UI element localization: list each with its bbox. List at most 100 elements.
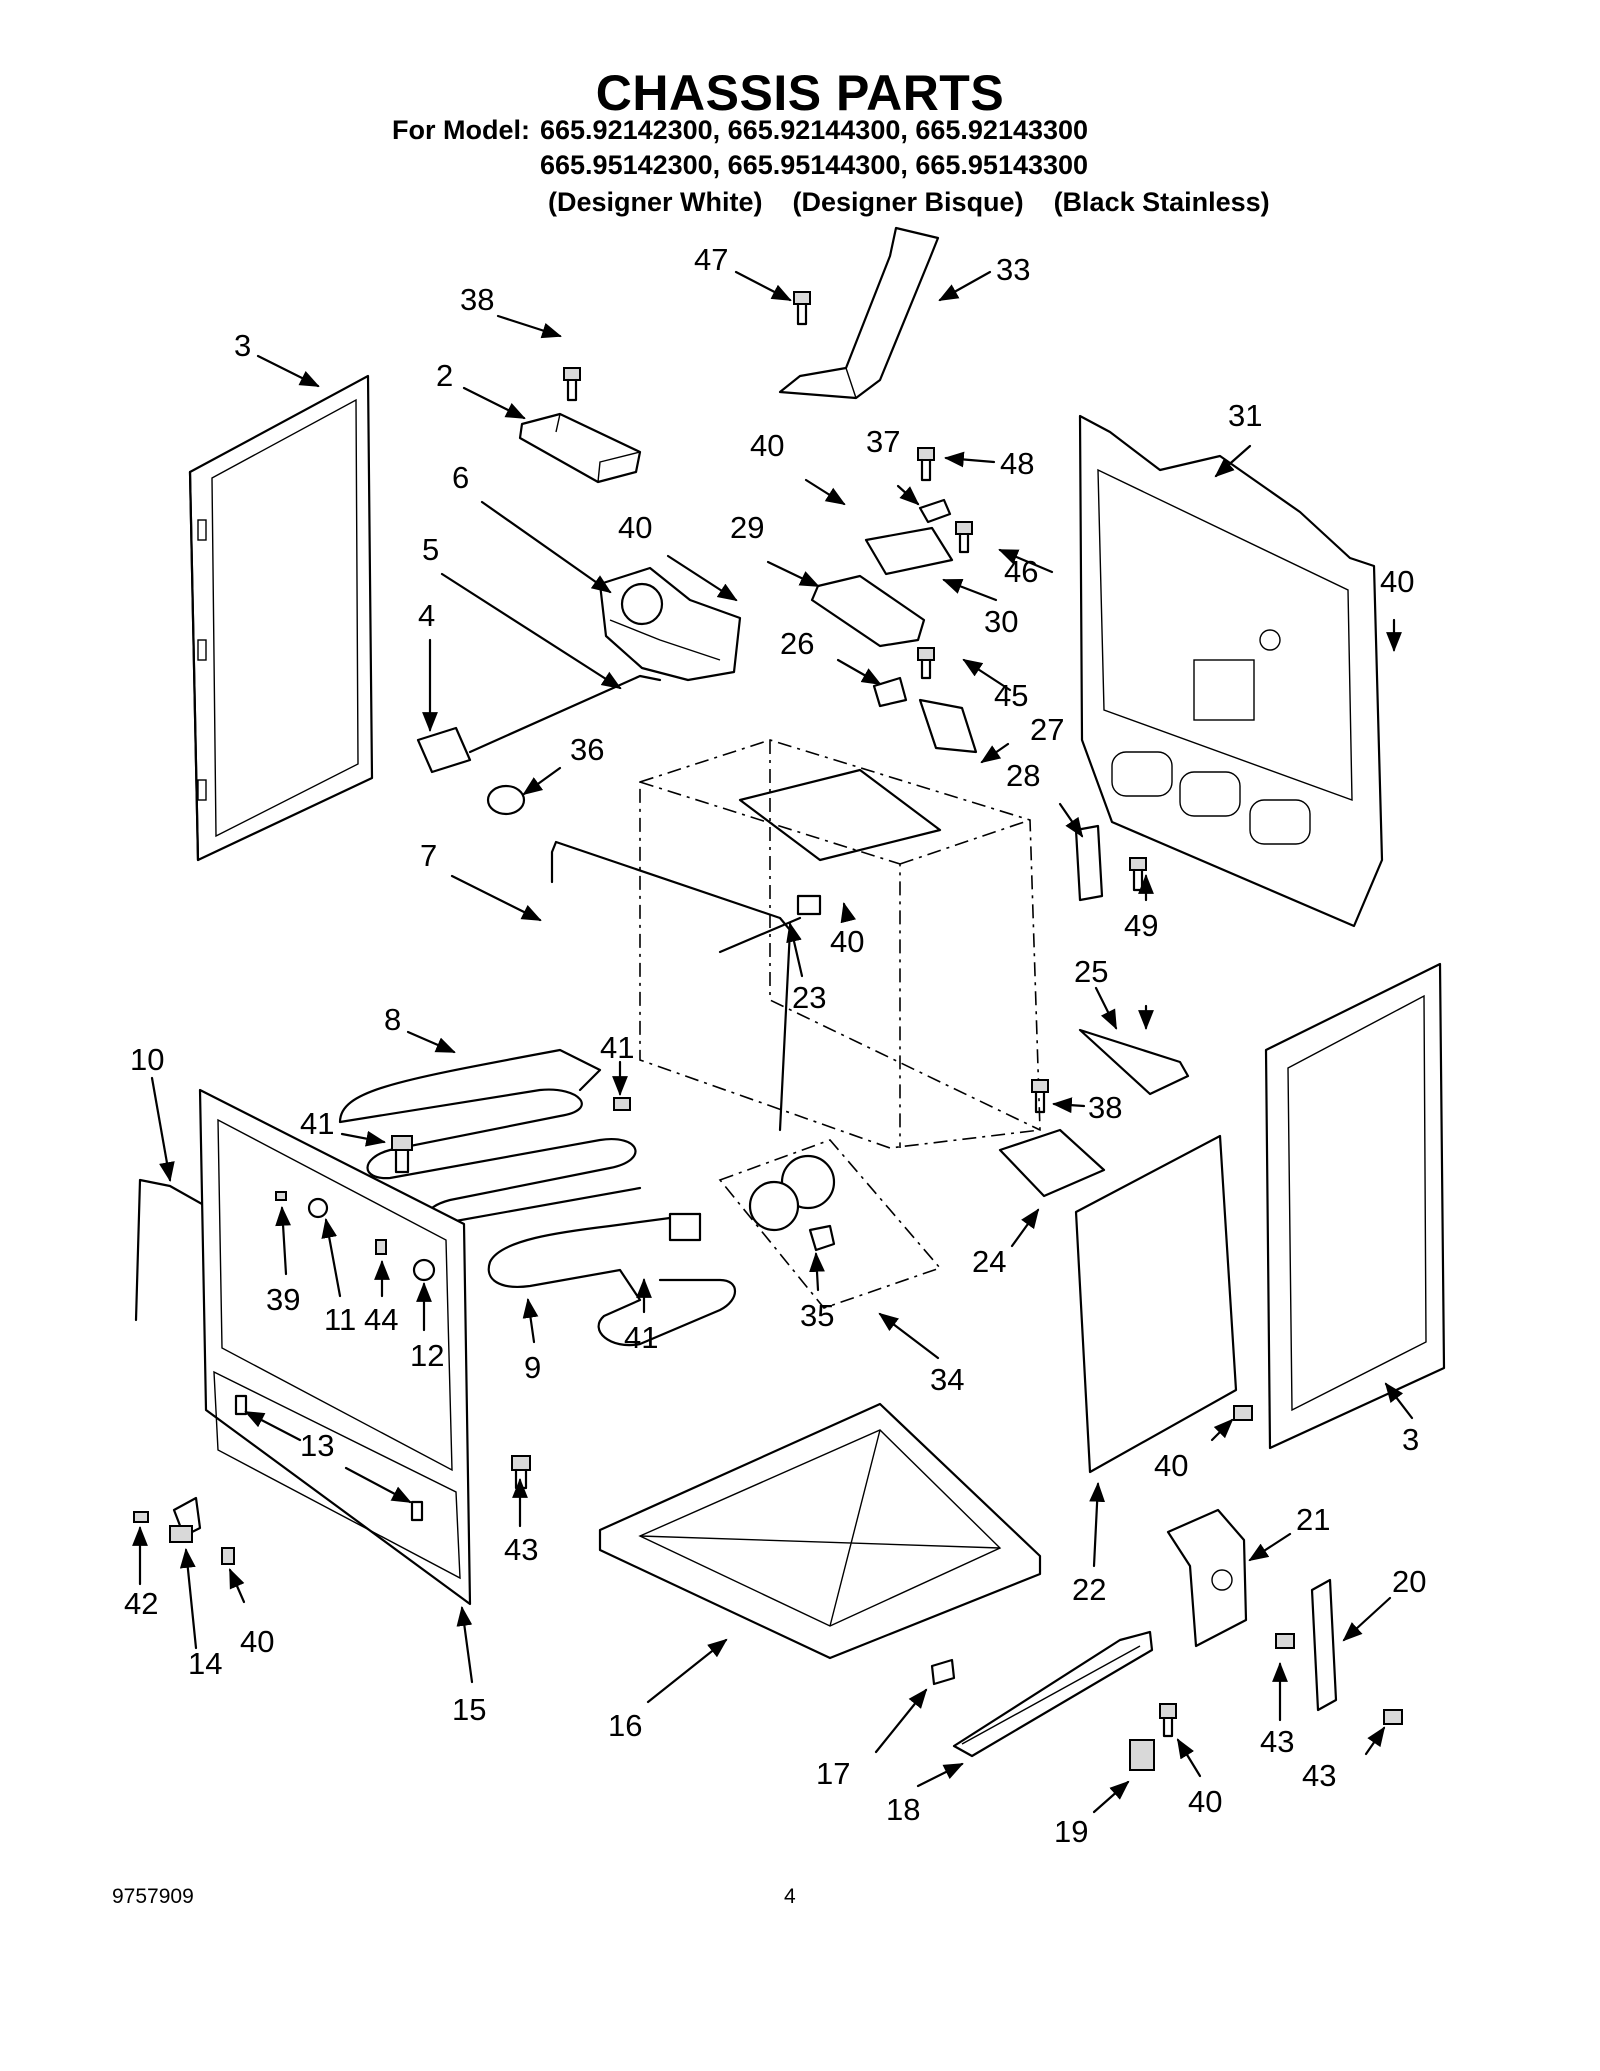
callout-43: 43 [504, 1532, 538, 1567]
callout-35: 35 [800, 1298, 834, 1333]
callout-8: 8 [384, 1002, 401, 1037]
part-38-screw-middle [1031, 1079, 1049, 1114]
callout-38: 38 [1088, 1090, 1122, 1125]
part-18-rail [952, 1630, 1154, 1758]
callout-23: 23 [792, 980, 826, 1015]
part-3-left-side-panel [188, 374, 374, 862]
part-40-screw-right [1233, 1405, 1253, 1421]
part-40-screw-bottom [1159, 1703, 1177, 1738]
part-15-front-frame [198, 1088, 472, 1606]
part-43-screw-middle [1275, 1633, 1295, 1649]
callout-21: 21 [1296, 1502, 1330, 1537]
part-29-bracket [810, 574, 926, 648]
part-22-panel [1074, 1134, 1238, 1474]
part-8-broil-element [338, 1048, 642, 1224]
callout-48: 48 [1000, 446, 1034, 481]
part-30-terminal-block [864, 526, 954, 576]
callout-46: 46 [1004, 554, 1038, 589]
callout-41: 41 [600, 1030, 634, 1065]
part-36-knob [486, 784, 526, 816]
callout-42: 42 [124, 1586, 158, 1621]
callout-26: 26 [780, 626, 814, 661]
callout-3: 3 [1402, 1422, 1419, 1457]
part-42-screw [133, 1511, 149, 1523]
part-49-screw [1129, 857, 1147, 892]
document-number: 9757909 [112, 1885, 194, 1908]
part-37-clip [918, 498, 952, 524]
callout-34: 34 [930, 1362, 964, 1397]
callout-7: 7 [420, 838, 437, 873]
part-28-bracket [1074, 824, 1104, 902]
part-34-valve-group [718, 1139, 942, 1309]
part-2-bracket [518, 412, 642, 484]
part-19-leveling-leg [1129, 1739, 1155, 1771]
callout-36: 36 [570, 732, 604, 767]
part-38-screw [563, 367, 581, 402]
callout-6: 6 [452, 460, 469, 495]
callout-11: 11 [324, 1302, 356, 1337]
callout-17: 17 [816, 1756, 850, 1791]
callout-30: 30 [984, 604, 1018, 639]
callout-12: 12 [410, 1338, 444, 1373]
model-numbers-row-2: 665.95142300, 665.95144300, 665.95143300 [540, 150, 1089, 180]
callout-38: 38 [460, 282, 494, 317]
part-21-bracket [1166, 1508, 1248, 1648]
callout-40: 40 [750, 428, 784, 463]
part-16-bottom-pan [598, 1402, 1042, 1660]
callout-40: 40 [240, 1624, 274, 1659]
part-48-screw [917, 447, 935, 482]
callout-20: 20 [1392, 1564, 1426, 1599]
oven-cavity [639, 739, 1041, 1149]
part-4-bracket [416, 726, 472, 774]
callout-16: 16 [608, 1708, 642, 1743]
part-47-screw [793, 291, 811, 326]
callout-29: 29 [730, 510, 764, 545]
finish-names: (Designer White) (Designer Bisque) (Blac… [548, 187, 1270, 217]
part-33-vent-duct [778, 226, 940, 400]
callout-15: 15 [452, 1692, 486, 1727]
part-43-screw-right [1383, 1709, 1403, 1725]
callout-14: 14 [188, 1646, 222, 1681]
callout-49: 49 [1124, 908, 1158, 943]
part-27-plate [918, 698, 978, 754]
callout-40: 40 [1188, 1784, 1222, 1819]
part-39-screw [275, 1191, 287, 1201]
callout-25: 25 [1074, 954, 1108, 989]
part-12-light-socket [412, 1258, 436, 1282]
part-41-screw-left [391, 1135, 413, 1174]
callout-3: 3 [234, 328, 251, 363]
callout-47: 47 [694, 242, 728, 277]
callout-27: 27 [1030, 712, 1064, 747]
part-6-control-assembly [598, 566, 742, 682]
callout-43: 43 [1302, 1758, 1336, 1793]
callout-31: 31 [1228, 398, 1262, 433]
part-26-clip [872, 676, 908, 708]
callout-19: 19 [1054, 1814, 1088, 1849]
part-20-strap [1310, 1578, 1338, 1712]
callout-2: 2 [436, 358, 453, 393]
part-46-screw [955, 521, 973, 554]
callout-9: 9 [524, 1350, 541, 1385]
for-model-label: For Model: [392, 115, 530, 145]
callout-41: 41 [624, 1320, 658, 1355]
callout-4: 4 [418, 598, 435, 633]
part-9-bake-element [487, 1212, 737, 1347]
part-17-clip [930, 1658, 956, 1686]
part-13-clips [234, 1394, 424, 1522]
page-title: CHASSIS PARTS [595, 65, 1005, 121]
callout-41: 41 [300, 1106, 334, 1141]
part-14-leveler [169, 1496, 202, 1543]
callout-37: 37 [866, 424, 900, 459]
callout-40: 40 [1154, 1448, 1188, 1483]
callout-33: 33 [996, 252, 1030, 287]
callout-44: 44 [364, 1302, 398, 1337]
callout-39: 39 [266, 1282, 300, 1317]
part-3-right-side-panel [1264, 962, 1446, 1450]
callout-13: 13 [300, 1428, 334, 1463]
callout-28: 28 [1006, 758, 1040, 793]
callout-10: 10 [130, 1042, 164, 1077]
part-41-screw-upper [613, 1097, 631, 1111]
callout-40: 40 [830, 924, 864, 959]
callout-5: 5 [422, 532, 439, 567]
